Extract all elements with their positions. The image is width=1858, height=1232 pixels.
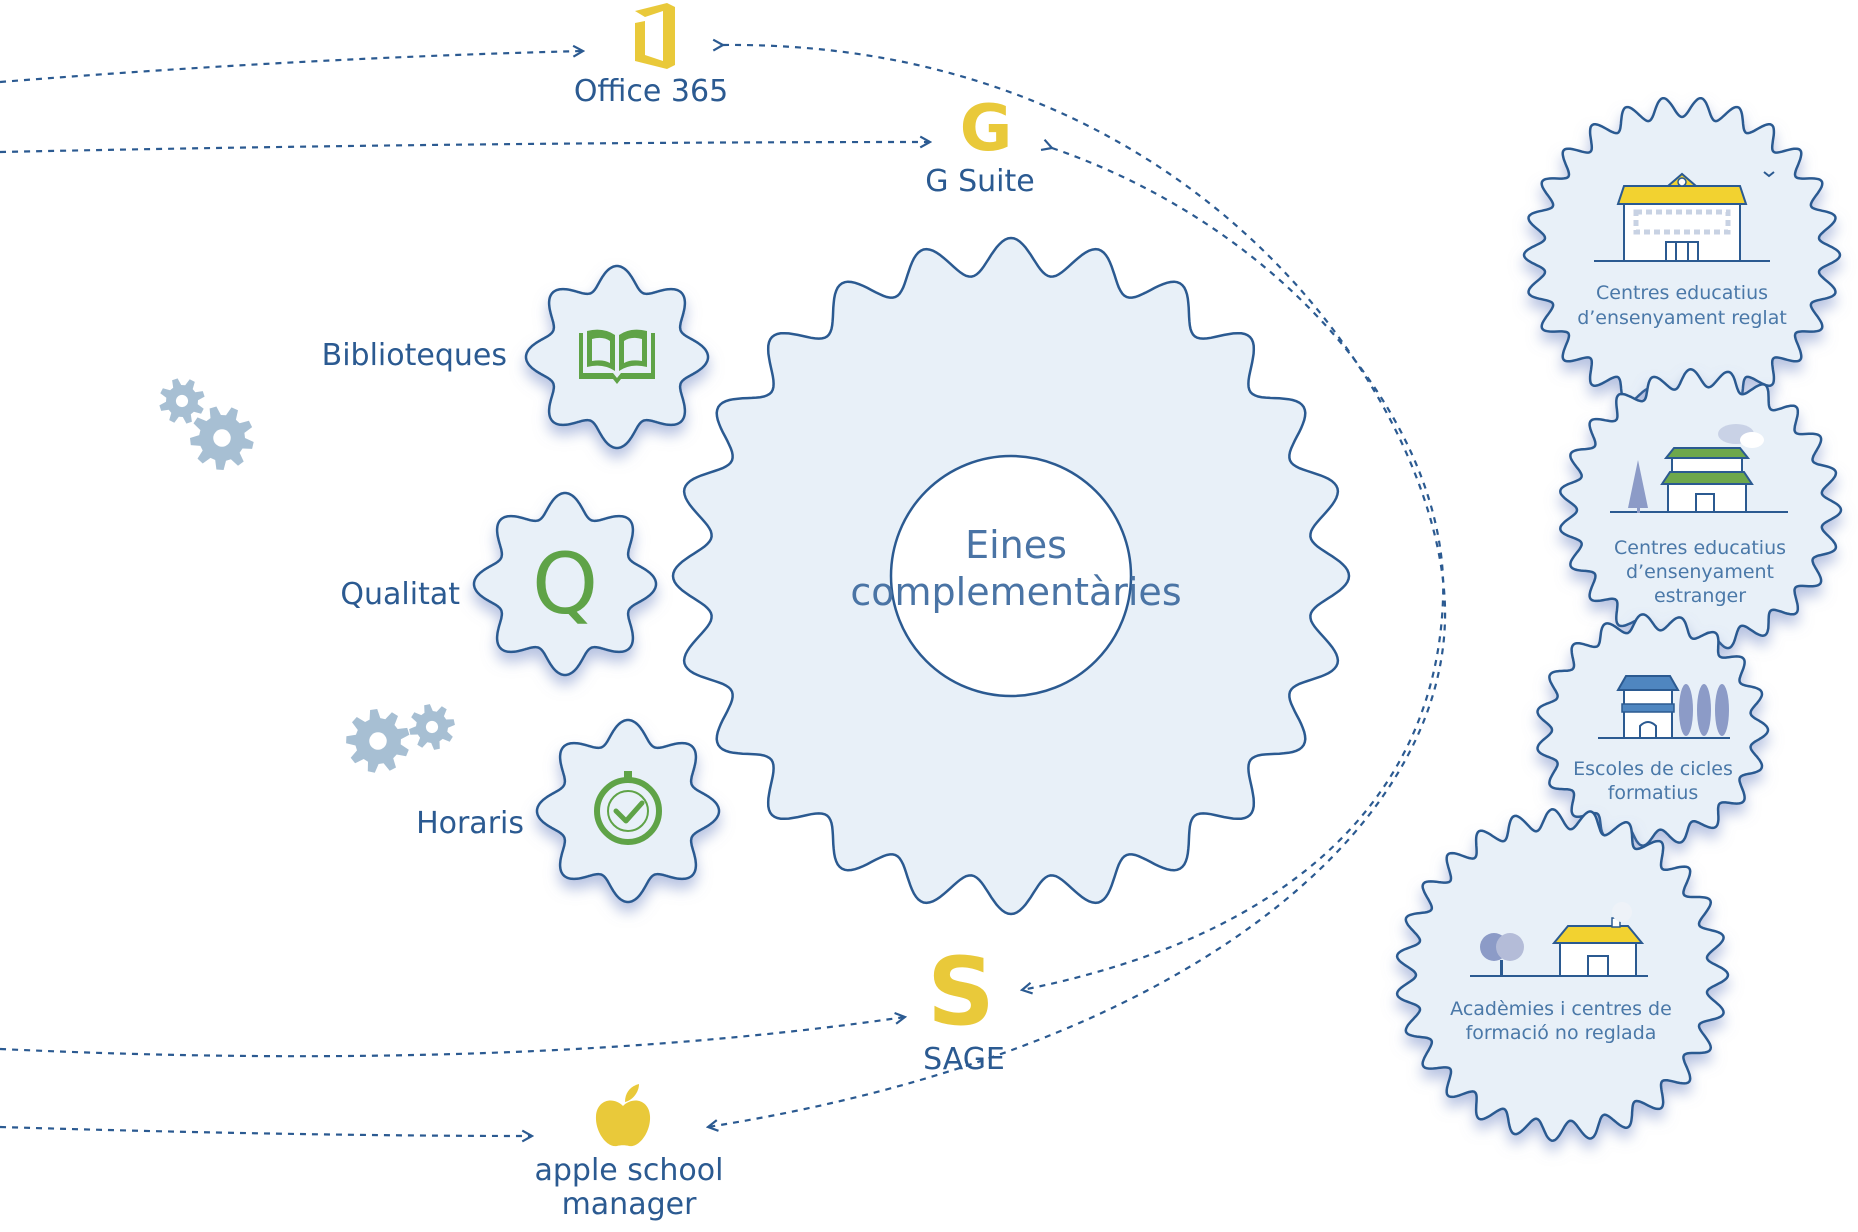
decor-cog-4-hole [425,720,439,734]
apple-label-line1: apple school [535,1153,724,1188]
apple-label-line2: manager [562,1187,698,1222]
tool-gear-qualitat [472,491,658,677]
horaris-label: Horaris [416,806,524,841]
vocational-school-icon [1598,675,1730,739]
centre-2-line-2: d’ensenyament [1626,561,1774,583]
connections [0,45,1447,1136]
sage-icon: S [927,938,995,1047]
office-365-icon [635,3,675,69]
arrow-to-apple [0,1125,532,1136]
sage-label: SAGE [923,1042,1005,1077]
center-title-line1: Eines [965,523,1067,567]
tool-gear-biblioteques [524,264,710,450]
qualitat-glyph: Q [532,535,598,633]
centre-2-line-3: estranger [1654,585,1746,607]
centre-1-line-2: d’ensenyament reglat [1577,307,1787,329]
arrow-to-sage [0,1017,905,1058]
qualitat-label: Qualitat [340,577,460,612]
decor-cog-2-hole [213,429,231,447]
tool-gear-horaris [535,718,721,904]
school-building-icon [1594,171,1775,262]
cogs-icon [159,378,455,773]
centre-4-line-2: formació no reglada [1466,1022,1657,1044]
center-title-line2: complementàries [850,570,1181,614]
center-circle [889,454,1133,698]
academy-building-icon [1470,902,1648,977]
office-365-label: Office 365 [574,74,728,109]
book-icon [579,329,655,384]
biblioteques-label: Biblioteques [322,338,507,373]
centre-1-line-1: Centres educatius [1596,282,1768,304]
arrow-to-gsuite [0,142,930,154]
center-hub: Eines complementàries [850,454,1182,698]
centre-2-line-1: Centres educatius [1614,537,1786,559]
decor-cog-3-hole [369,732,387,750]
arrow-to-office [0,51,583,84]
centre-3-line-2: formatius [1608,782,1699,804]
centre-label-4: Acadèmies i centres de formació no regla… [1450,998,1672,1044]
g-suite-icon: G [960,92,1013,166]
centre-label-2: Centres educatius d’ensenyament estrange… [1614,537,1786,607]
centre-label-1: Centres educatius d’ensenyament reglat [1577,282,1787,329]
centre-label-3: Escoles de cicles formatius [1573,758,1733,804]
foreign-school-icon [1610,424,1788,513]
decor-cog-1-hole [175,394,189,408]
clock-icon [594,771,662,845]
centre-3-line-1: Escoles de cicles [1573,758,1733,780]
centre-4-line-1: Acadèmies i centres de [1450,998,1672,1020]
g-suite-label: G Suite [925,164,1034,199]
apple-icon [595,1084,651,1147]
